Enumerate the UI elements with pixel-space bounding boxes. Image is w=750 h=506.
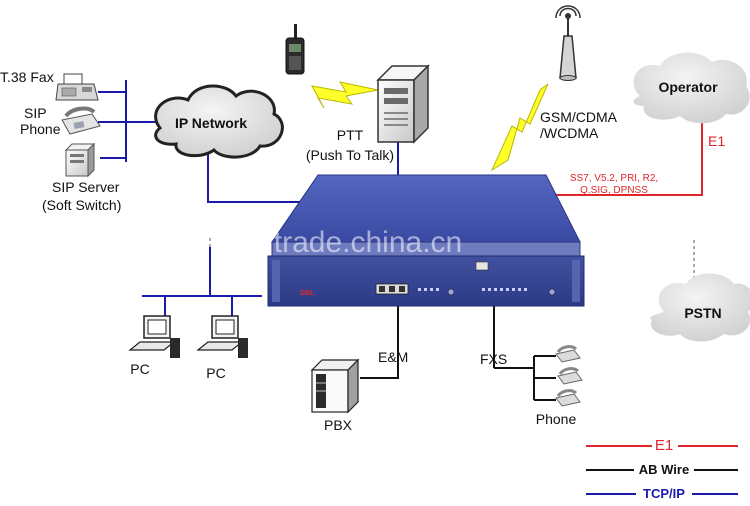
phone-label: Phone: [536, 411, 577, 427]
sip-phone-icon: [61, 106, 101, 135]
tcp-ip-links: [98, 80, 399, 318]
sip-server-icon: [64, 142, 96, 178]
port-leds: [418, 288, 527, 291]
pbx-icon: [310, 358, 360, 414]
fxs-label: FXS: [480, 351, 507, 367]
operator-label: Operator: [658, 79, 718, 95]
e1-links: [546, 118, 703, 196]
pstn-label: PSTN: [684, 305, 721, 321]
gsm-label-line2: /WCDMA: [540, 125, 599, 141]
ip-network-label: IP Network: [175, 115, 247, 131]
pbx-label: PBX: [324, 417, 353, 433]
protocols-label-line1: SS7, V5.2, PRI, R2,: [570, 173, 658, 184]
em-pbx-link: [360, 302, 399, 379]
gateway-device: DBL trade.china.cn: [267, 174, 585, 307]
wireless-bolts: [311, 81, 549, 172]
legend: E1 AB Wire TCP/IP: [586, 435, 738, 501]
pc-right-label: PC: [206, 365, 225, 381]
gsm-lightning-icon: [490, 83, 549, 172]
phone-icons: [555, 345, 583, 407]
ab-wire-links: [360, 302, 556, 401]
ptt-label-line1: PTT: [337, 127, 364, 143]
ptt-label-line2: (Push To Talk): [306, 147, 394, 163]
legend-e1-label: E1: [655, 437, 673, 454]
fax-label: T.38 Fax: [0, 69, 54, 85]
em-label: E&M: [378, 349, 408, 365]
pc-left-icon: [128, 315, 180, 358]
phone-2-icon: [557, 367, 583, 385]
sip-phone-label-line2: Phone: [20, 121, 61, 137]
pc-right-icon: [196, 315, 248, 358]
legend-tcp-ip-label: TCP/IP: [643, 486, 685, 501]
fax-icon: [55, 73, 99, 101]
legend-ab-wire-label: AB Wire: [639, 462, 689, 477]
pstn-cloud: PSTN: [650, 273, 750, 342]
sip-server-label-line1: SIP Server: [52, 179, 120, 195]
phone-3-icon: [555, 389, 581, 407]
watermark-text: trade.china.cn: [274, 226, 462, 259]
gsm-antenna-icon: [555, 5, 581, 81]
gateway-to-operator-link: [546, 118, 703, 196]
ptt-lightning-icon: [311, 81, 379, 109]
ip-network-to-gateway-link: [207, 150, 318, 203]
ptt-server-icon: [376, 64, 430, 144]
gsm-label-line1: GSM/CDMA: [540, 109, 618, 125]
operator-cloud: Operator: [633, 52, 750, 124]
device-brand-label: DBL: [300, 290, 315, 297]
pc-left-label: PC: [130, 361, 149, 377]
e1-link-label: E1: [708, 133, 725, 149]
walkie-talkie-icon: [285, 24, 305, 75]
ip-network-cloud: IP Network: [154, 84, 284, 159]
sip-phone-label-line1: SIP: [24, 105, 47, 121]
sip-server-label-line2: (Soft Switch): [42, 197, 121, 213]
phone-1-icon: [555, 345, 581, 363]
protocols-label-line2: Q.SIG, DPNSS: [580, 185, 648, 196]
